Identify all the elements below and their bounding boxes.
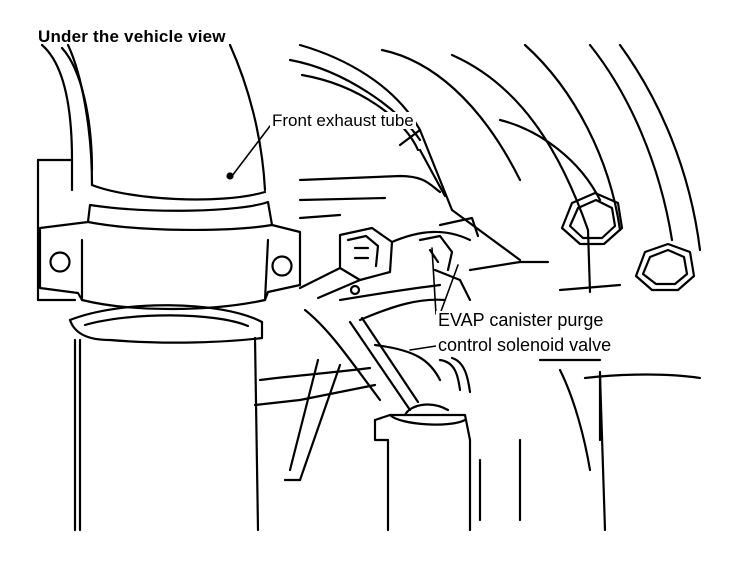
evap-valve-label-line2: control solenoid valve <box>436 335 614 355</box>
hex-bolt-lower <box>634 242 696 292</box>
leader-evap-valve-1 <box>431 247 437 315</box>
front-exhaust-tube-label: Front exhaust tube <box>270 111 416 130</box>
view-title: Under the vehicle view <box>38 27 226 46</box>
leader-lines <box>231 125 459 351</box>
exhaust-flange <box>38 200 302 311</box>
right-structure <box>478 43 702 532</box>
lower-canister <box>373 403 472 532</box>
body-panel-lines <box>288 43 592 294</box>
evap-valve-label-line1: EVAP canister purge <box>436 310 606 330</box>
lower-exhaust-pipe <box>68 304 264 532</box>
left-frame-member <box>36 43 94 302</box>
hex-bolt-upper <box>560 191 624 246</box>
vacuum-hoses <box>253 308 472 482</box>
solenoid-valve-assembly <box>298 216 550 322</box>
leader-front-exhaust-tube <box>231 125 271 177</box>
leader-evap-valve-2 <box>439 264 459 315</box>
leader-evap-valve-3 <box>409 345 437 351</box>
front-exhaust-tube <box>66 43 267 201</box>
